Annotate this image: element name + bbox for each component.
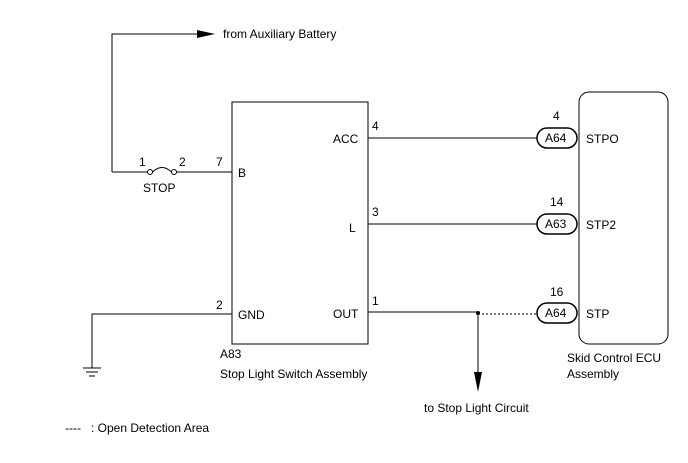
connector-a63-label: A63: [545, 217, 567, 231]
switch-pin-3-num: 3: [372, 205, 379, 219]
switch-pin-4-num: 4: [372, 119, 379, 133]
branch-arrow-icon: [474, 372, 482, 392]
fuse-terminal-1: [147, 169, 153, 175]
switch-pin-acc-label: ACC: [333, 132, 359, 146]
fuse-pin-1: 1: [139, 155, 146, 169]
switch-pin-7-num: 7: [216, 155, 223, 169]
ecu-pin-stp2-label: STP2: [586, 218, 616, 232]
switch-pin-2-num: 2: [216, 298, 223, 312]
ecu-pin-stpo-label: STPO: [586, 132, 619, 146]
switch-pin-1-num: 1: [372, 294, 379, 308]
switch-pin-out-label: OUT: [333, 307, 359, 321]
skid-control-ecu-box: [578, 91, 669, 345]
ecu-pin-16-num: 16: [550, 285, 564, 299]
switch-name: Stop Light Switch Assembly: [220, 367, 367, 381]
battery-arrow-icon: [197, 30, 215, 38]
battery-feed-wire: [111, 33, 205, 172]
connector-a64-label-1: A64: [545, 131, 567, 145]
connector-a63-stp2: [536, 213, 578, 235]
stop-light-switch-box: [231, 101, 369, 345]
ground-wire: [91, 313, 232, 368]
switch-pin-l-label: L: [349, 221, 356, 235]
connector-a64-stp: [536, 302, 578, 324]
switch-code: A83: [220, 347, 242, 361]
fuse-element-icon: [152, 167, 172, 173]
ecu-pin-14-num: 14: [550, 195, 564, 209]
connector-a64-label-2: A64: [545, 306, 567, 320]
ground-icon: [83, 367, 101, 377]
ecu-pin-4-num: 4: [553, 109, 560, 123]
branch-label: to Stop Light Circuit: [424, 401, 529, 415]
legend-text: : Open Detection Area: [91, 421, 209, 435]
source-label: from Auxiliary Battery: [223, 27, 336, 41]
ecu-pin-stp-label: STP: [586, 307, 609, 321]
ecu-name-line2: Assembly: [567, 367, 619, 381]
legend-symbol: ----: [65, 421, 81, 435]
connector-a64-stpo: [536, 127, 578, 149]
fuse-pin-2: 2: [179, 155, 186, 169]
fuse-terminal-2: [171, 169, 177, 175]
ecu-name-line1: Skid Control ECU: [567, 351, 661, 365]
fuse-name: STOP: [143, 181, 175, 195]
switch-pin-b-label: B: [238, 166, 246, 180]
switch-pin-gnd-label: GND: [238, 308, 265, 322]
